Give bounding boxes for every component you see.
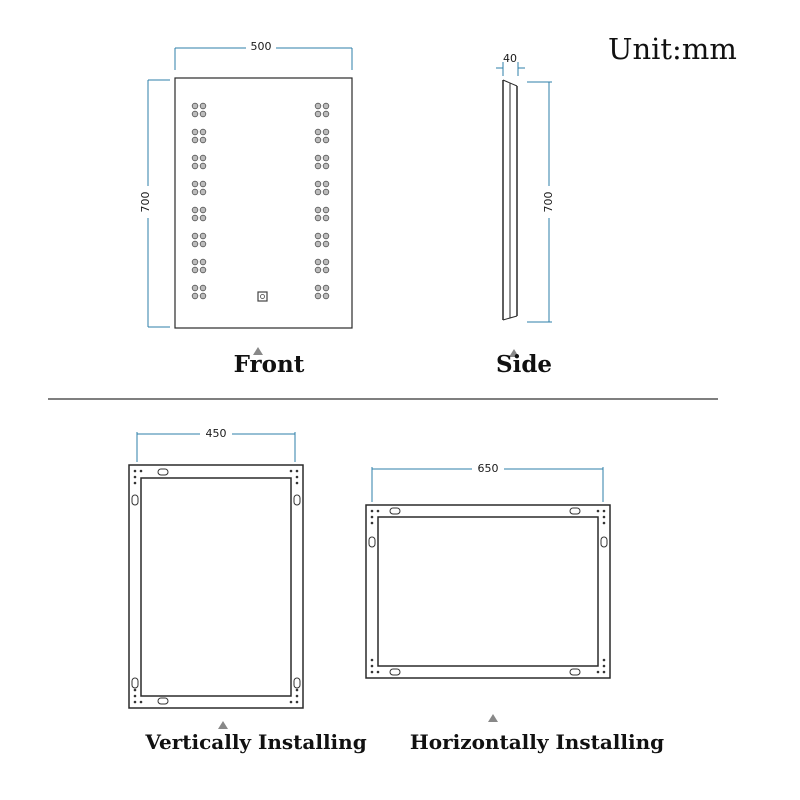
screw-dot (602, 509, 606, 513)
screw-dot (596, 509, 600, 513)
led-dot-cluster (314, 258, 330, 274)
led-dot-cluster (191, 232, 207, 248)
vertical-marker-icon (218, 721, 228, 729)
horizontal-outer-frame (365, 504, 611, 679)
screw-dot (133, 694, 137, 698)
screw-dot (133, 475, 137, 479)
front-view: 500 700 Front (139, 40, 353, 378)
led-dot-cluster (314, 154, 330, 170)
side-label: Side (496, 351, 552, 378)
led-dot-cluster (191, 258, 207, 274)
screw-dot (295, 688, 299, 692)
screw-dot (602, 658, 606, 662)
front-width-dimension: 500 (174, 40, 353, 70)
mounting-bracket (293, 494, 301, 506)
mounting-bracket (569, 507, 581, 515)
mounting-bracket (368, 536, 376, 548)
vertical-mounting-fixtures (131, 468, 301, 705)
horizontal-width-dimension: 650 (371, 462, 604, 502)
mounting-bracket (157, 697, 169, 705)
screw-dot (370, 515, 374, 519)
vertical-label: Vertically Installing (144, 730, 366, 754)
side-height-dimension: 700 (527, 81, 555, 323)
mounting-bracket (569, 668, 581, 676)
horizontal-width-value: 650 (478, 462, 499, 475)
mounting-bracket (389, 668, 401, 676)
front-marker-icon (253, 347, 263, 355)
screw-dot (376, 670, 380, 674)
side-depth-dimension: 40 (496, 52, 525, 76)
front-mirror-outline (174, 77, 353, 329)
led-dot-cluster (191, 284, 207, 300)
front-label: Front (234, 351, 305, 378)
mounting-bracket (131, 494, 139, 506)
vertical-install-view: 450 Vertically Installing (128, 427, 367, 754)
side-height-value: 700 (542, 192, 555, 213)
screw-dot (602, 515, 606, 519)
front-height-value: 700 (139, 192, 152, 213)
led-dot-cluster (191, 206, 207, 222)
mounting-bracket (131, 677, 139, 689)
screw-dot (133, 700, 137, 704)
side-depth-value: 40 (503, 52, 517, 65)
screw-dot (289, 469, 293, 473)
screw-dot (295, 700, 299, 704)
screw-dot (295, 469, 299, 473)
horizontal-mounting-fixtures (368, 507, 608, 676)
mounting-bracket (389, 507, 401, 515)
front-width-value: 500 (251, 40, 272, 53)
screw-dot (133, 688, 137, 692)
screw-dot (295, 481, 299, 485)
screw-dot (370, 670, 374, 674)
screw-dot (376, 509, 380, 513)
led-dot-cluster (191, 102, 207, 118)
horizontal-install-view: 650 Horizontally Installing (365, 462, 664, 754)
screw-dot (139, 700, 143, 704)
touch-switch-icon (257, 291, 268, 302)
horizontal-label: Horizontally Installing (410, 730, 664, 754)
screw-dot (295, 694, 299, 698)
screw-dot (295, 475, 299, 479)
mounting-bracket (157, 468, 169, 476)
led-dot-cluster (314, 284, 330, 300)
vertical-width-dimension: 450 (136, 427, 296, 462)
unit-label: Unit:mm (608, 32, 737, 66)
screw-dot (139, 469, 143, 473)
side-view: 40 700 Side (496, 52, 555, 378)
screw-dot (370, 664, 374, 668)
front-height-dimension: 700 (139, 79, 170, 328)
touch-switch-power-icon (260, 294, 265, 299)
screw-dot (133, 469, 137, 473)
horizontal-marker-icon (488, 714, 498, 722)
screw-dot (133, 481, 137, 485)
vertical-width-value: 450 (206, 427, 227, 440)
side-marker-icon (509, 349, 519, 357)
led-dot-cluster (191, 154, 207, 170)
front-led-dot-columns (191, 102, 330, 300)
horizontal-inner-frame (377, 516, 599, 667)
led-dot-cluster (314, 232, 330, 248)
screw-dot (370, 521, 374, 525)
led-dot-cluster (314, 206, 330, 222)
led-dot-cluster (191, 180, 207, 196)
led-dot-cluster (314, 180, 330, 196)
screw-dot (602, 664, 606, 668)
screw-dot (602, 521, 606, 525)
led-dot-cluster (314, 128, 330, 144)
vertical-outer-frame (128, 464, 304, 709)
screw-dot (289, 700, 293, 704)
screw-dot (596, 670, 600, 674)
led-dot-cluster (191, 128, 207, 144)
mounting-bracket (600, 536, 608, 548)
mounting-bracket (293, 677, 301, 689)
vertical-inner-frame (140, 477, 292, 697)
screw-dot (602, 670, 606, 674)
screw-dot (370, 658, 374, 662)
led-dot-cluster (314, 102, 330, 118)
screw-dot (370, 509, 374, 513)
